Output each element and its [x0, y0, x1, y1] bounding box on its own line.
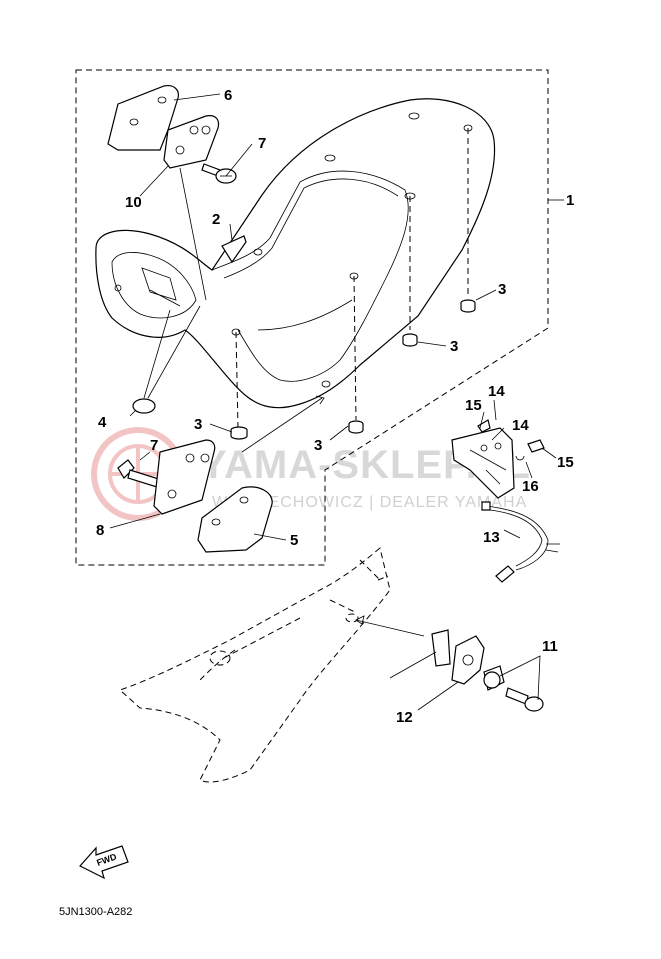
- callout-7-bottom: 7: [150, 437, 158, 454]
- callout-labels: 6 7 10 2 1 3 3 3 3 4 7 8 5 14 15 14 15 1…: [96, 87, 574, 726]
- callout-3-rear: 3: [498, 281, 506, 298]
- damper-icon: [402, 333, 418, 347]
- bracket-6-icon: [107, 85, 179, 151]
- callout-14-top: 14: [488, 383, 505, 400]
- callout-9: 10: [125, 194, 142, 211]
- callout-15-right: 16: [522, 478, 539, 495]
- callout-12: 13: [483, 529, 500, 546]
- callout-8: 8: [96, 522, 104, 539]
- frame-outline: [119, 547, 391, 783]
- callout-3-front: 3: [194, 416, 202, 433]
- forward-arrow-icon: FWD: [79, 845, 129, 880]
- plate-8-icon: [153, 439, 216, 515]
- callout-14-right: 15: [557, 454, 574, 471]
- bolt-7-lower-icon: [117, 459, 163, 489]
- callout-2: 2: [212, 211, 220, 228]
- watermark: YAMA-SKLEP.PL WOJCIECHOWICZ | DEALER YAM…: [91, 427, 530, 521]
- bolt-7-icon: [201, 163, 237, 184]
- callout-11: 12: [396, 709, 413, 726]
- damper-parts: [230, 299, 476, 440]
- seat-drawing: [95, 98, 496, 429]
- leader-lines: [109, 93, 564, 711]
- plate-9-icon: [163, 115, 220, 169]
- callout-7-top: 7: [258, 135, 266, 152]
- callout-6: 6: [224, 87, 232, 104]
- seat-lock-assembly-icon: [451, 419, 545, 499]
- callout-4: 4: [98, 414, 107, 431]
- arrow-2-icon: [221, 235, 247, 264]
- seat-group-boundary: [75, 69, 549, 566]
- damper-icon: [348, 420, 364, 434]
- bracket-5-icon: [197, 486, 273, 553]
- key-icon: [505, 687, 544, 712]
- callout-15-top: 15: [465, 397, 482, 414]
- callout-3-mid: 3: [450, 338, 458, 355]
- callout-10: 11: [542, 638, 558, 655]
- damper-icon: [230, 426, 248, 440]
- key-lock-assembly-icon: [431, 629, 505, 691]
- o-ring-icon: [132, 398, 156, 414]
- callout-1: 1: [566, 192, 574, 209]
- diagram-code: 5JN1300-A282: [59, 906, 132, 918]
- callout-5: 5: [290, 532, 298, 549]
- callout-13: 14: [512, 417, 529, 434]
- callout-3-center: 3: [314, 437, 322, 454]
- damper-icon: [460, 299, 476, 313]
- watermark-dealer: WOJCIECHOWICZ | DEALER YAMAHA: [212, 494, 527, 511]
- seat-lock-cable-icon: [481, 501, 560, 583]
